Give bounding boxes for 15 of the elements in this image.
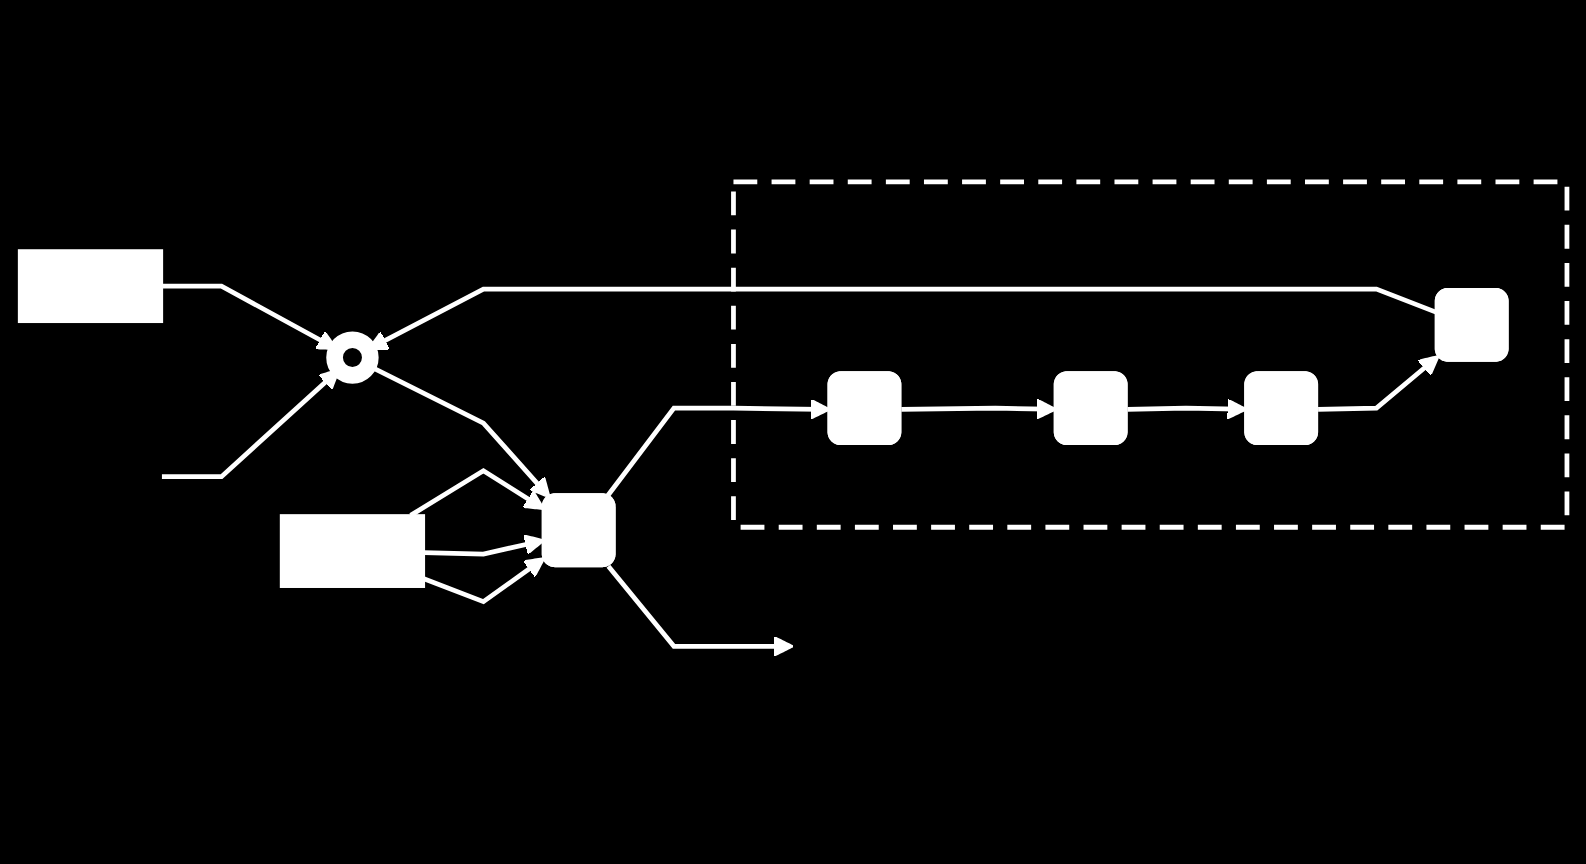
arrow	[161, 368, 341, 480]
arrow	[606, 564, 794, 657]
arrow	[1318, 354, 1440, 412]
arrow	[1127, 398, 1248, 420]
cluster	[731, 179, 1570, 530]
arrow	[423, 534, 546, 557]
arrow	[409, 467, 546, 518]
arrow	[605, 398, 831, 498]
arrow	[423, 557, 546, 605]
arrow	[367, 286, 1438, 351]
arrow	[901, 398, 1058, 420]
node-circle	[326, 331, 379, 384]
node-box	[279, 514, 426, 588]
arrow	[161, 283, 338, 350]
node-box	[17, 249, 164, 324]
